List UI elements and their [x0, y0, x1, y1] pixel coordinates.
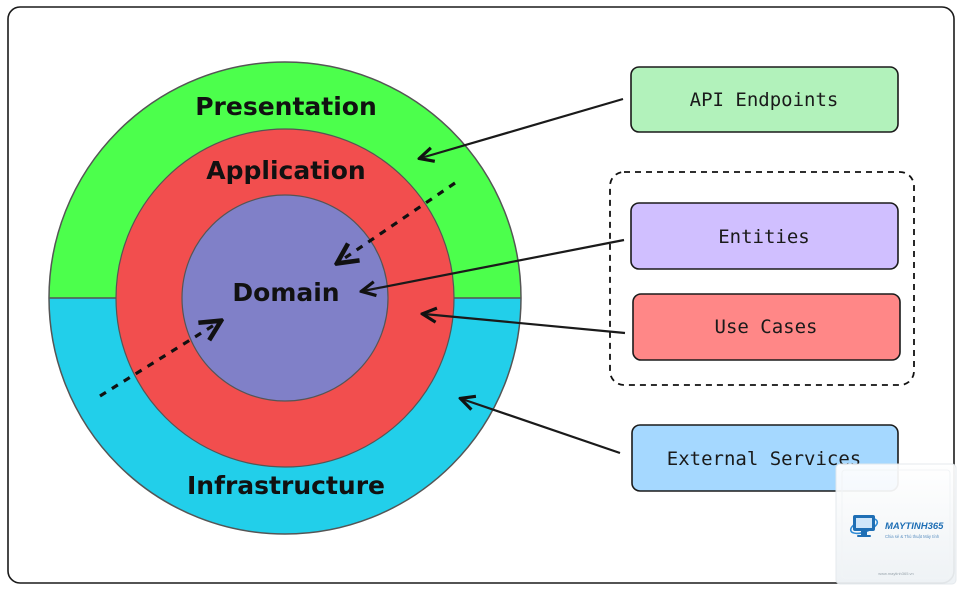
external-services-label: External Services: [667, 448, 861, 470]
use-cases-to-application-arrow: [424, 314, 626, 335]
watermark-footer: www.maytinh365.vn: [878, 571, 914, 576]
application-label: Application: [206, 156, 365, 185]
entities-label: Entities: [718, 226, 810, 248]
external-services-to-infrastructure-arrow: [462, 399, 621, 455]
monitor-icon: [849, 515, 879, 537]
presentation-label: Presentation: [195, 92, 377, 121]
watermark-brand: MAYTINH365: [885, 521, 944, 532]
infrastructure-label: Infrastructure: [187, 471, 385, 500]
domain-application-group-box: [609, 171, 915, 386]
api-endpoints-to-presentation-arrow: [421, 97, 624, 158]
watermark-logo: MAYTINH365 Chia sẻ & Thủ thuật Máy tính …: [835, 463, 957, 585]
watermark-tagline: Chia sẻ & Thủ thuật Máy tính: [885, 534, 940, 539]
domain-label: Domain: [232, 278, 339, 307]
use-cases-label: Use Cases: [715, 316, 818, 338]
external-services-box: External Services: [631, 424, 899, 492]
use-cases-box: Use Cases: [632, 293, 901, 361]
application-to-domain-dependency-arrow: [339, 181, 456, 262]
api-endpoints-label: API Endpoints: [690, 89, 839, 111]
api-endpoints-box: API Endpoints: [630, 66, 899, 133]
infrastructure-to-domain-dependency-arrow: [99, 322, 219, 398]
entities-to-domain-arrow: [363, 238, 625, 291]
entities-box: Entities: [630, 202, 899, 270]
